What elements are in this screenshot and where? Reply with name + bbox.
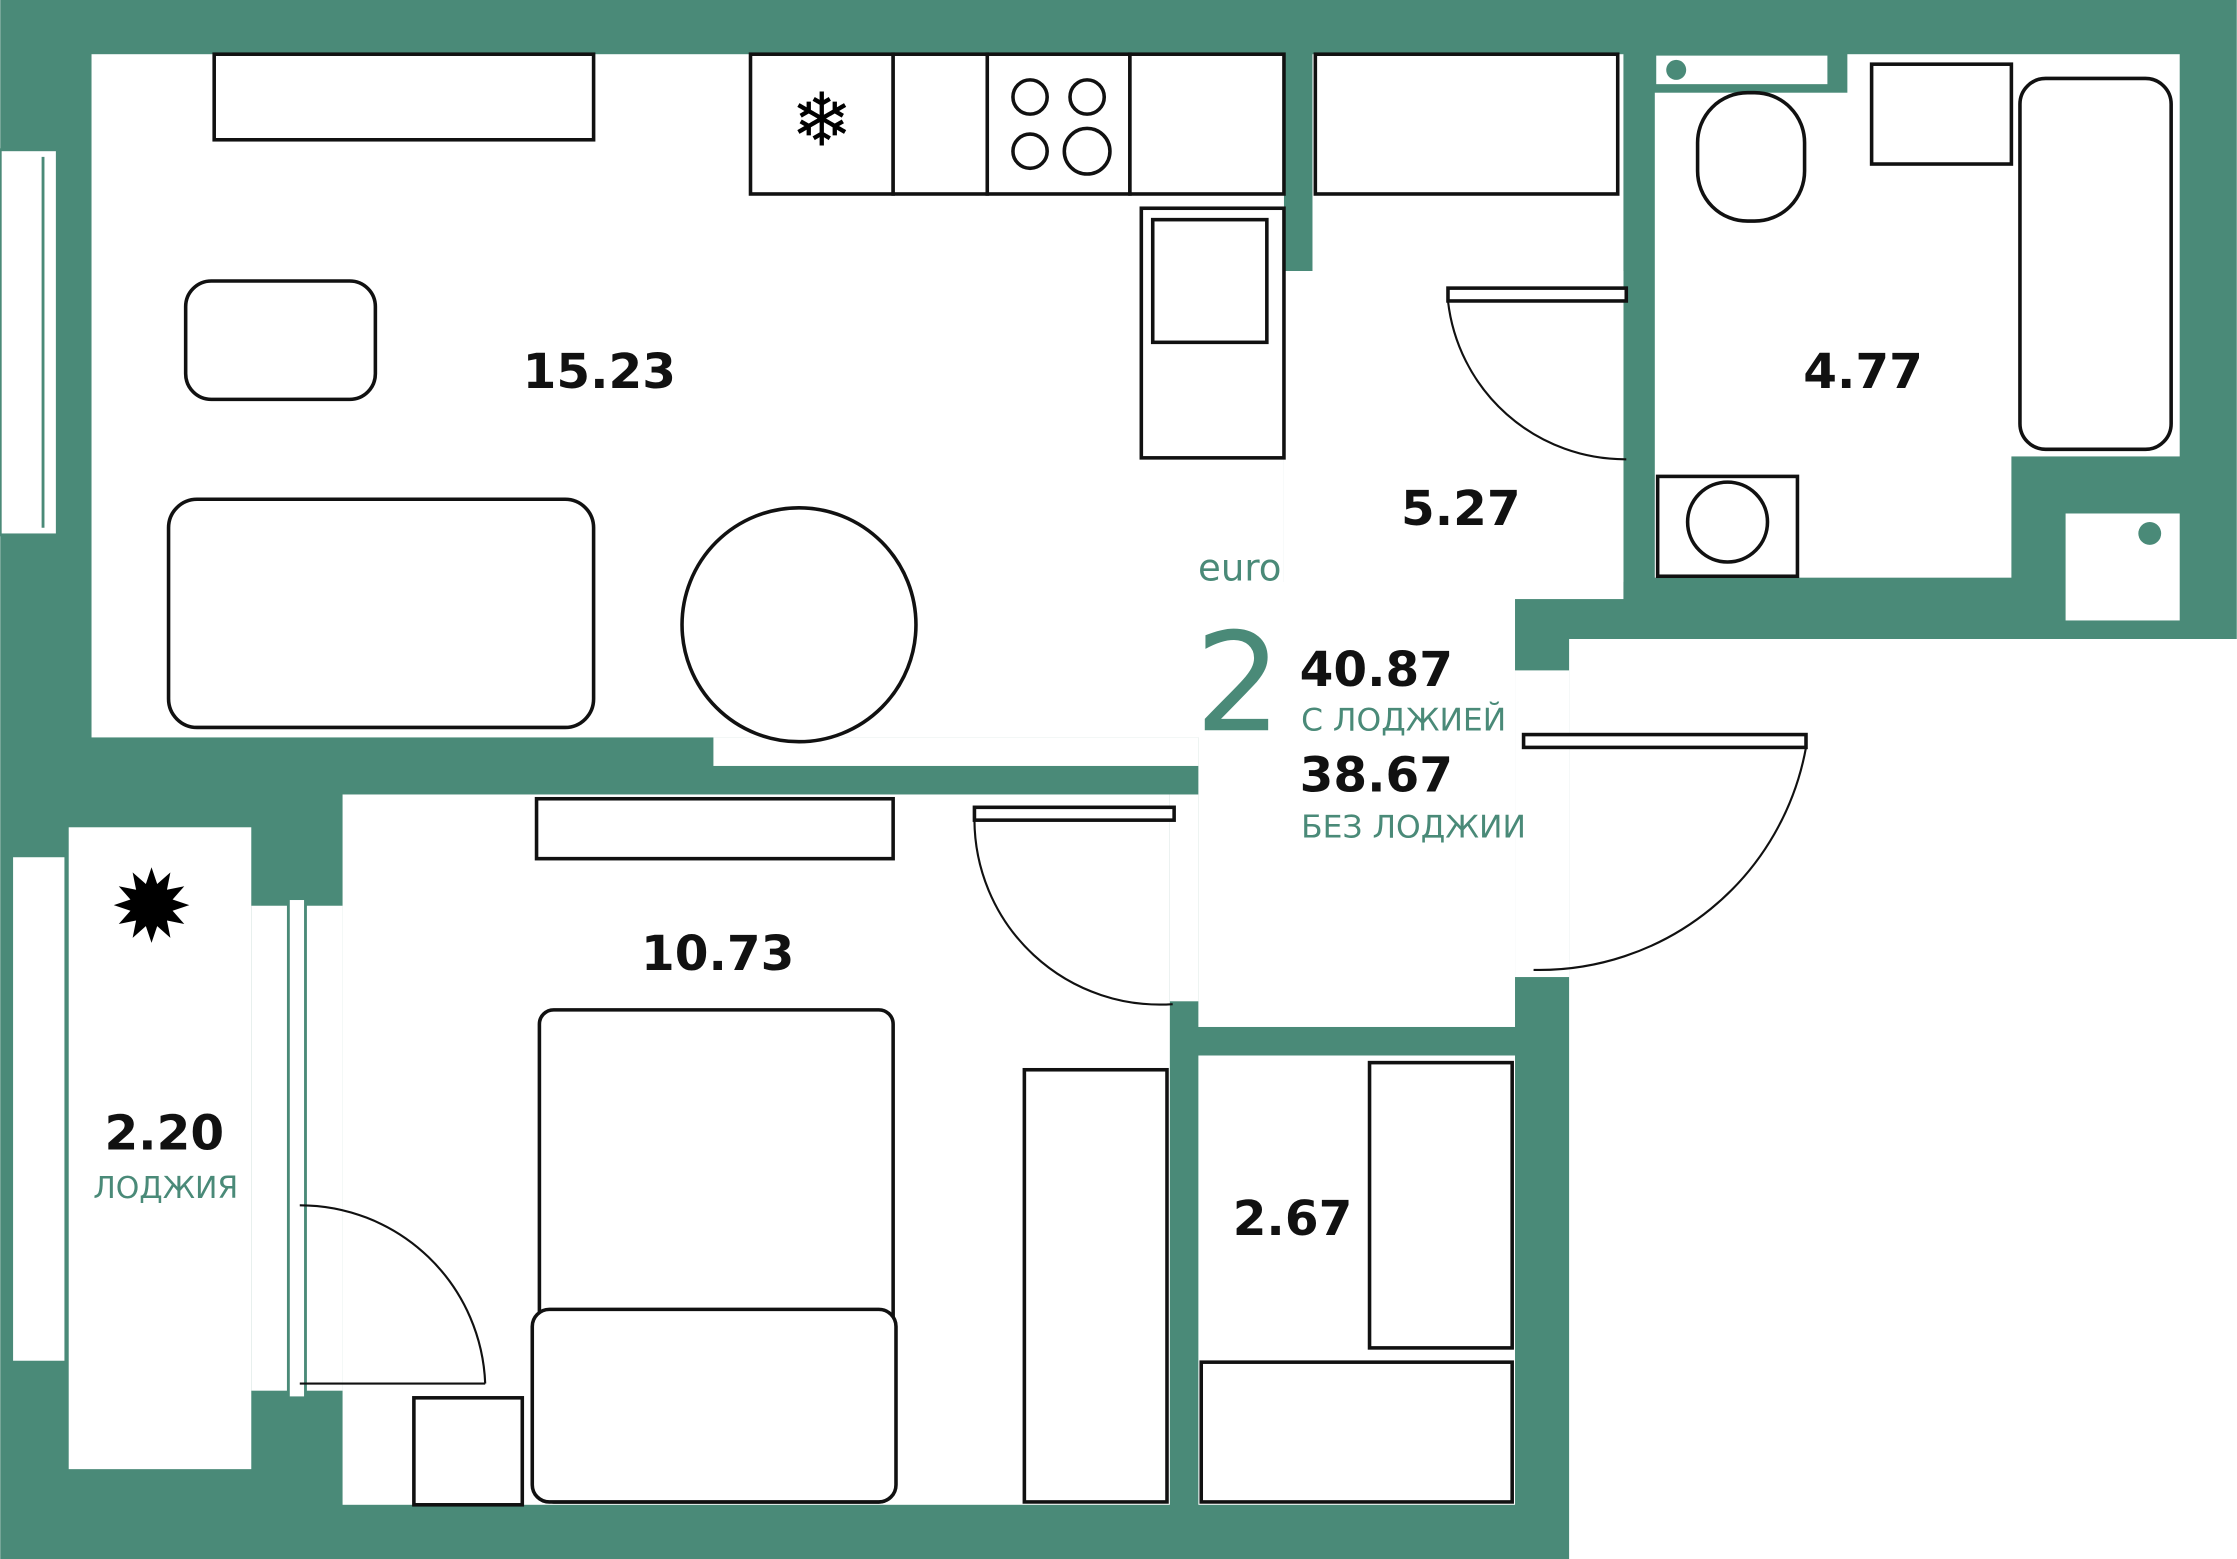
bedroom-area: 10.73 [641, 926, 794, 982]
bathroom-area: 4.77 [1803, 344, 1923, 400]
total-area-without-loggia: 38.67 [1300, 748, 1453, 804]
with-loggia-label: С ЛОДЖИЕЙ [1301, 700, 1506, 738]
total-area-with-loggia: 40.87 [1300, 642, 1453, 698]
loggia-area: 2.20 [104, 1106, 224, 1162]
room-labels: 15.23 4.77 5.27 10.73 2.20 ЛОДЖИЯ 2.67 [93, 344, 1923, 1247]
doors [299, 286, 1808, 1385]
summary: euro 2 40.87 С ЛОДЖИЕЙ 38.67 БЕЗ ЛОДЖИИ [1195, 547, 1526, 846]
rooms-count: 2 [1195, 604, 1282, 763]
freezer-icon: ❄ [791, 80, 853, 162]
without-loggia-label: БЕЗ ЛОДЖИИ [1301, 809, 1526, 845]
furniture: ❄ ✹ [110, 52, 2173, 1507]
living-area: 15.23 [523, 344, 676, 400]
windows [0, 52, 2162, 1400]
hall-area: 5.27 [1401, 481, 1521, 537]
wardrobe-area: 2.67 [1233, 1191, 1353, 1247]
apartment-type: euro [1198, 547, 1281, 590]
plant-icon: ✹ [110, 852, 194, 963]
loggia-label: ЛОДЖИЯ [93, 1171, 238, 1206]
